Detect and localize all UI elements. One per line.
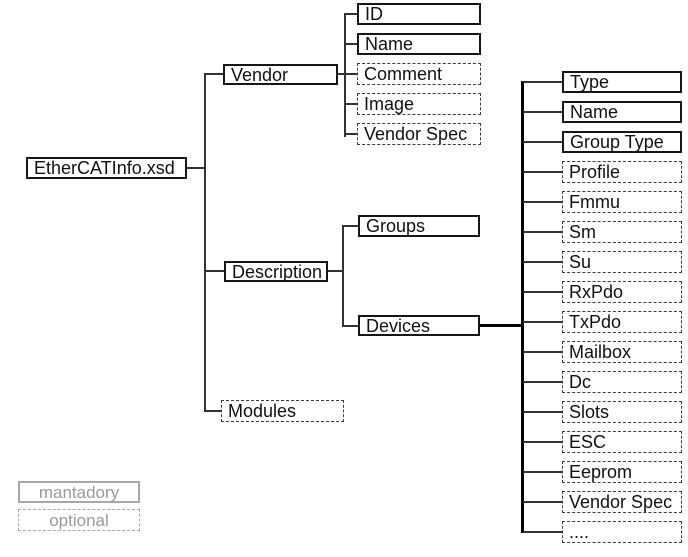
node-vendor-spec: Vendor Spec bbox=[357, 123, 481, 145]
node-dc: Dc bbox=[562, 371, 682, 393]
connector-id-in bbox=[344, 13, 357, 15]
connector-txpdo-in bbox=[523, 321, 562, 323]
node-txpdo: TxPdo bbox=[562, 311, 682, 333]
connector-eeprom-in bbox=[523, 471, 562, 473]
node-slots: Slots bbox=[562, 401, 682, 423]
node-su: Su bbox=[562, 251, 682, 273]
connector-modules-in bbox=[204, 410, 221, 412]
connector-slots-in bbox=[523, 411, 562, 413]
connector-type-in bbox=[523, 81, 562, 83]
node-group-type: Group Type bbox=[562, 131, 682, 153]
node-profile: Profile bbox=[562, 161, 682, 183]
node-fmmu: Fmmu bbox=[562, 191, 682, 213]
legend-mandatory: mantadory bbox=[18, 481, 140, 503]
connector-dots-in bbox=[523, 531, 562, 533]
connector-image-in bbox=[344, 103, 357, 105]
node-type: Type bbox=[562, 71, 682, 93]
connector-vendor-spec-in bbox=[523, 501, 562, 503]
connector-devices-in bbox=[342, 325, 358, 327]
connector-description-out bbox=[328, 270, 344, 272]
legend-optional: optional bbox=[18, 509, 140, 531]
connector-comment-in bbox=[344, 73, 357, 75]
connector-root-trunk bbox=[204, 73, 206, 412]
node-dots: .... bbox=[562, 521, 682, 543]
node-rxpdo: RxPdo bbox=[562, 281, 682, 303]
connector-name-in bbox=[523, 111, 562, 113]
connector-su-in bbox=[523, 261, 562, 263]
node-mailbox: Mailbox bbox=[562, 341, 682, 363]
node-name: Name bbox=[357, 33, 481, 55]
connector-vendor-trunk bbox=[344, 13, 346, 137]
node-comment: Comment bbox=[357, 63, 481, 85]
node-vendor: Vendor bbox=[223, 64, 338, 85]
node-vendor-spec: Vendor Spec bbox=[562, 491, 682, 513]
node-description: Description bbox=[224, 261, 328, 282]
node-name: Name bbox=[562, 101, 682, 123]
connector-devices-trunk bbox=[521, 81, 524, 533]
connector-rxpdo-in bbox=[523, 291, 562, 293]
node-devices: Devices bbox=[358, 315, 480, 336]
connector-fmmu-in bbox=[523, 201, 562, 203]
node-groups: Groups bbox=[358, 215, 480, 237]
connector-mailbox-in bbox=[523, 351, 562, 353]
connector-profile-in bbox=[523, 171, 562, 173]
node-sm: Sm bbox=[562, 221, 682, 243]
connector-dc-in bbox=[523, 381, 562, 383]
connector-description-trunk bbox=[342, 225, 344, 327]
connector-description-in bbox=[204, 270, 224, 272]
connector-devices-out bbox=[480, 324, 523, 327]
connector-group-type-in bbox=[523, 141, 562, 143]
connector-name-in bbox=[344, 43, 357, 45]
connector-sm-in bbox=[523, 231, 562, 233]
connector-groups-in bbox=[342, 225, 358, 227]
node-eeprom: Eeprom bbox=[562, 461, 682, 483]
node-ethercatinfo-xsd: EtherCATInfo.xsd bbox=[26, 157, 187, 179]
connector-vendor-in bbox=[204, 73, 223, 75]
node-esc: ESC bbox=[562, 431, 682, 453]
node-image: Image bbox=[357, 93, 481, 115]
connector-esc-in bbox=[523, 441, 562, 443]
connector-root-out bbox=[187, 167, 204, 169]
connector-vendor-spec-in bbox=[344, 133, 357, 135]
node-modules: Modules bbox=[221, 400, 344, 422]
node-id: ID bbox=[357, 3, 481, 25]
